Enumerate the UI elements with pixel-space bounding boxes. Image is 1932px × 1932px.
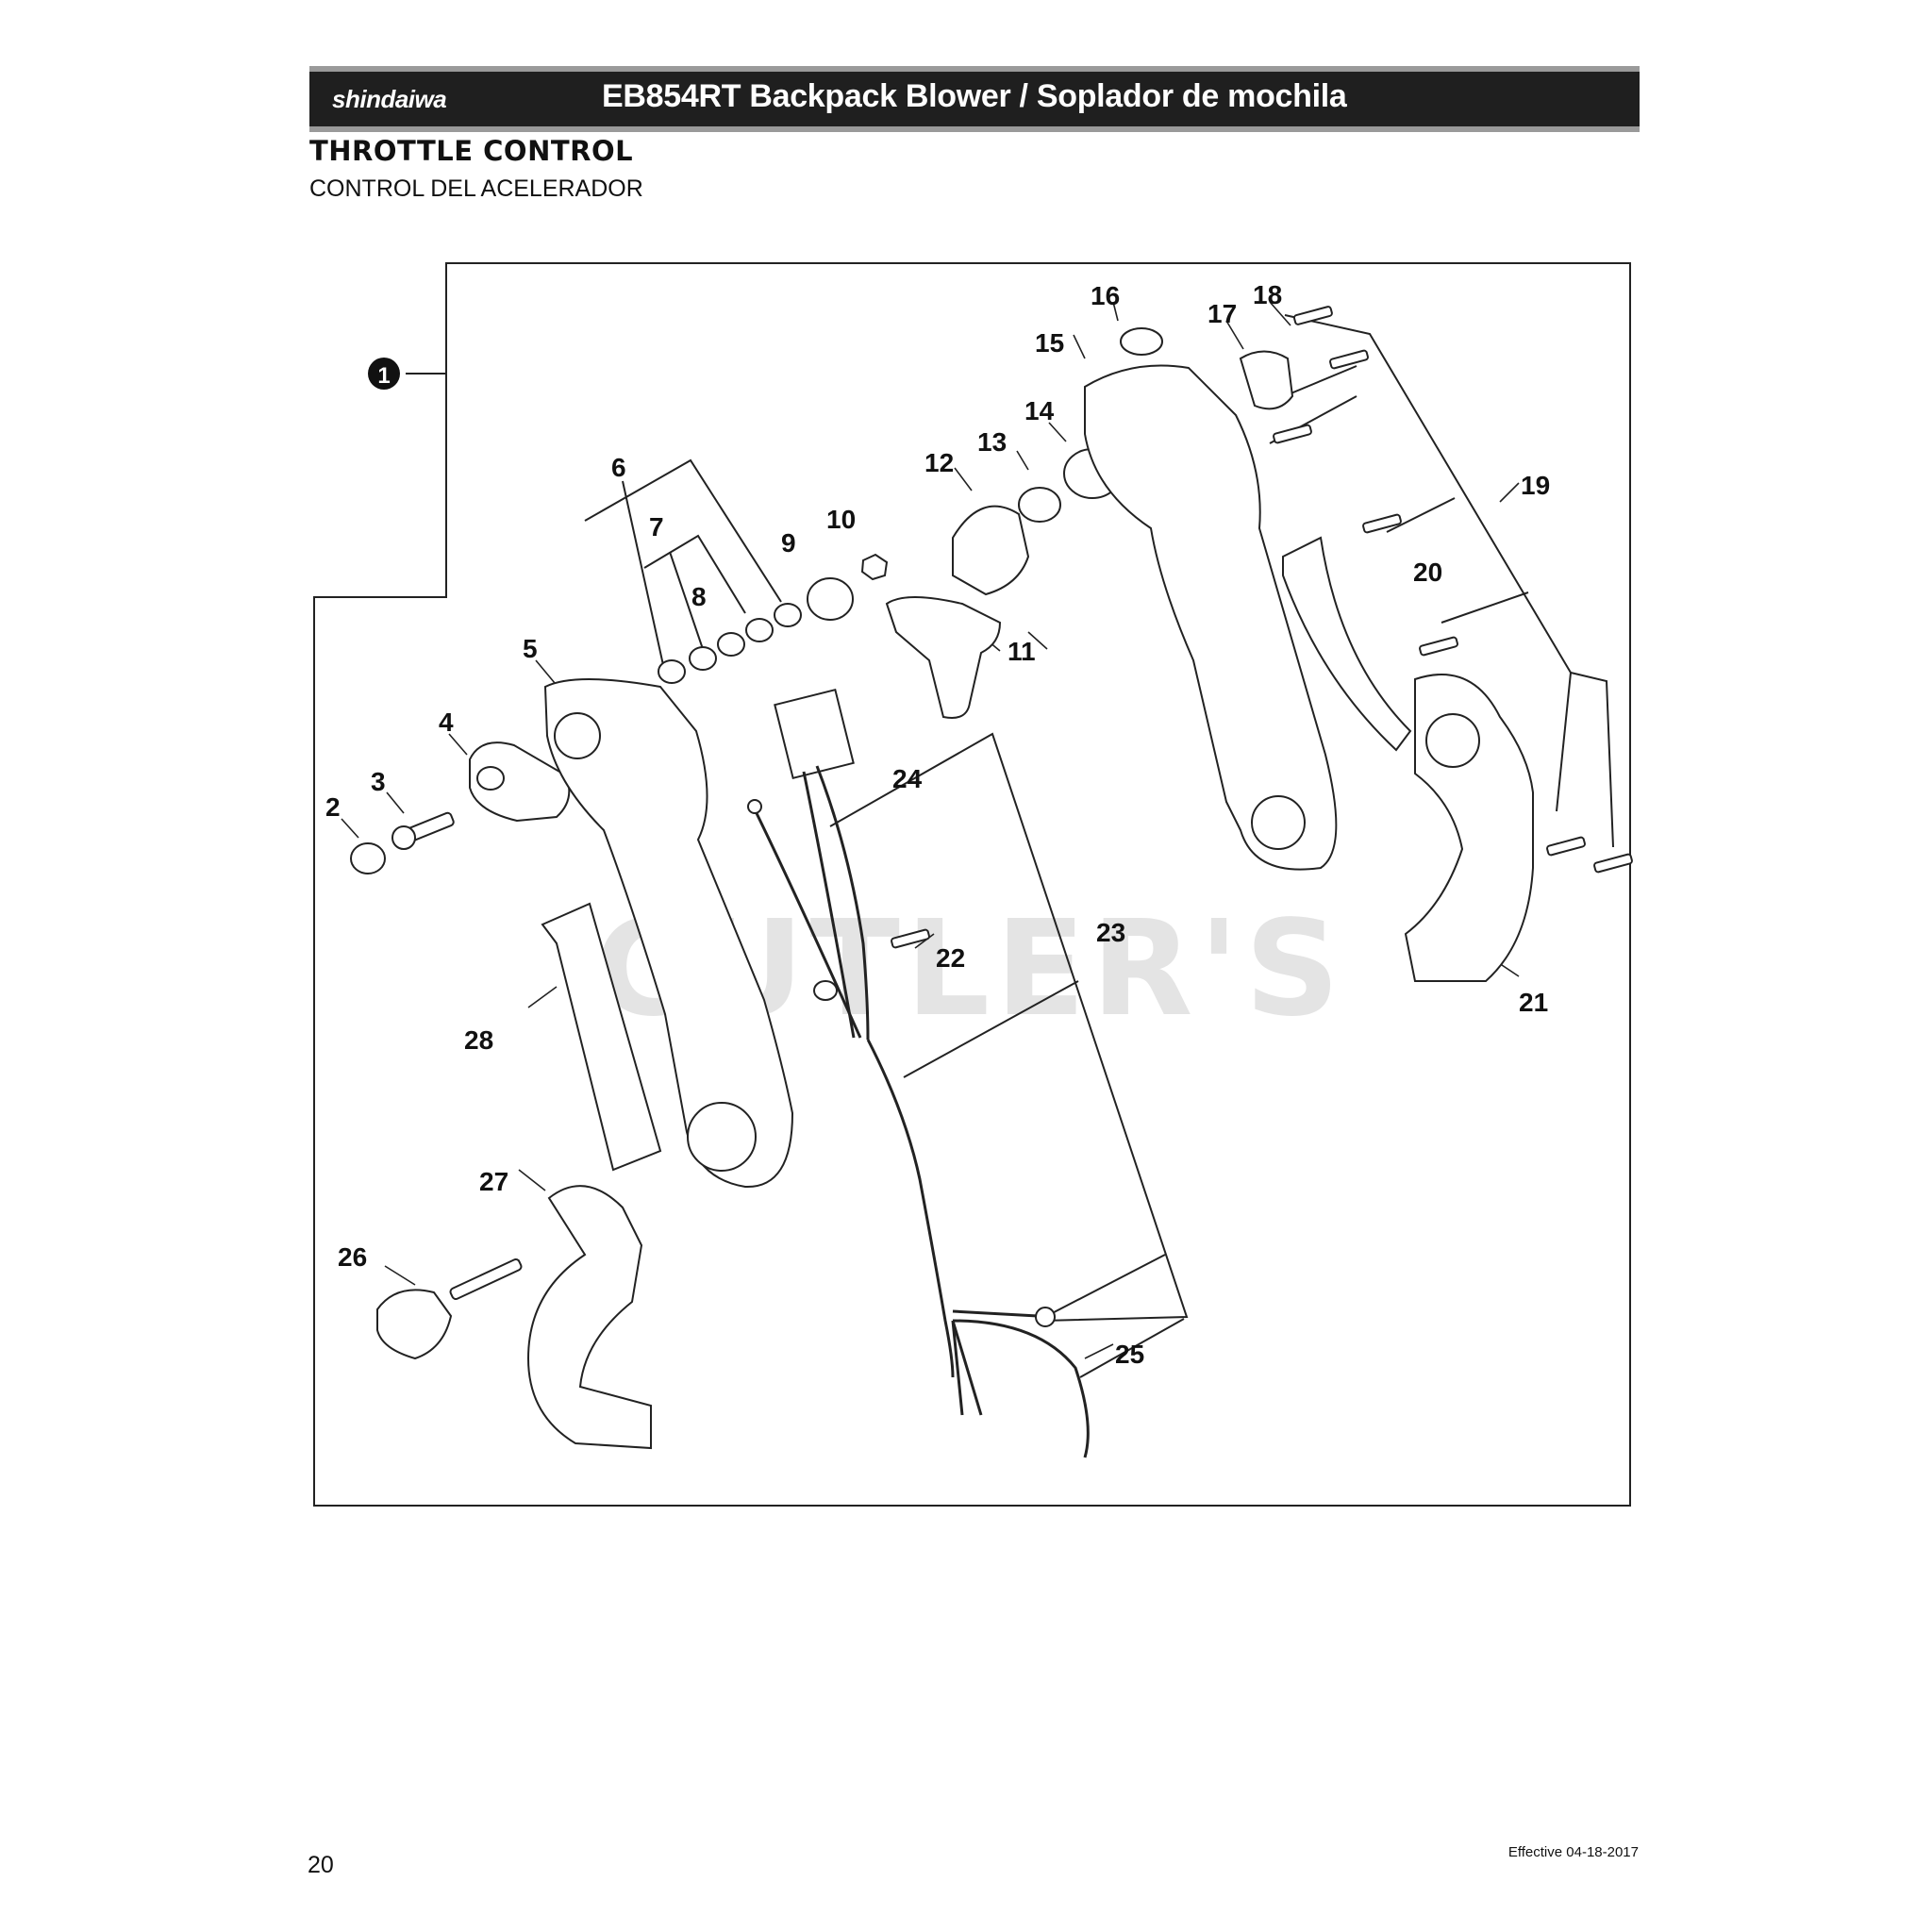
callout-12: 12	[924, 448, 954, 477]
callout-9: 9	[781, 528, 796, 558]
section-title: THROTTLE CONTROL	[309, 135, 634, 167]
callout-3: 3	[371, 767, 386, 796]
part-switch	[952, 505, 1030, 596]
callout-21: 21	[1519, 988, 1548, 1017]
part-side-cover	[541, 902, 662, 1172]
callout-10: 10	[826, 505, 856, 534]
callout-13: 13	[977, 427, 1007, 457]
callout-8: 8	[691, 582, 707, 611]
callout-2: 2	[325, 792, 341, 822]
callout-6: 6	[611, 453, 626, 482]
callout-25: 25	[1115, 1340, 1144, 1369]
callout-18: 18	[1253, 280, 1282, 309]
effective-date: Effective 04-18-2017	[1507, 1844, 1639, 1860]
callout-20: 20	[1413, 558, 1442, 587]
wire-harness	[866, 1039, 955, 1378]
part-knob	[376, 1289, 453, 1360]
callout-23: 23	[1096, 918, 1125, 947]
diagram-frame	[313, 262, 1631, 1507]
callout-27: 27	[479, 1167, 508, 1196]
callout-15: 15	[1035, 328, 1064, 358]
callout-16: 16	[1091, 281, 1120, 310]
part-handle-half-right	[1084, 364, 1338, 871]
assembly-callout: 1	[377, 363, 390, 389]
callout-22: 22	[936, 943, 965, 973]
callout-28: 28	[464, 1025, 493, 1055]
callout-26: 26	[338, 1242, 367, 1272]
part-trigger	[885, 596, 1002, 719]
header-bar	[309, 66, 1640, 132]
part-lever	[469, 741, 571, 823]
callout-19: 19	[1521, 471, 1550, 500]
callout-17: 17	[1208, 299, 1237, 328]
callout-5: 5	[523, 634, 538, 663]
page-title: EB854RT Backpack Blower / Soplador de mo…	[602, 78, 1347, 114]
assembly-callout-badge	[368, 358, 400, 390]
part-clamp	[526, 1185, 652, 1450]
part-switch-block	[774, 688, 855, 780]
brand-logo: shindaiwa	[332, 85, 447, 113]
part-cap	[350, 842, 386, 874]
callout-24: 24	[892, 764, 923, 793]
callout-14: 14	[1024, 396, 1055, 425]
part-cover	[1282, 536, 1412, 752]
part-handle-half	[543, 678, 794, 1189]
callout-11: 11	[1008, 637, 1036, 666]
section-subtitle: CONTROL DEL ACELERADOR	[309, 175, 643, 202]
page-number: 20	[308, 1852, 334, 1878]
callout-4: 4	[439, 708, 454, 737]
callout-7: 7	[649, 512, 664, 541]
